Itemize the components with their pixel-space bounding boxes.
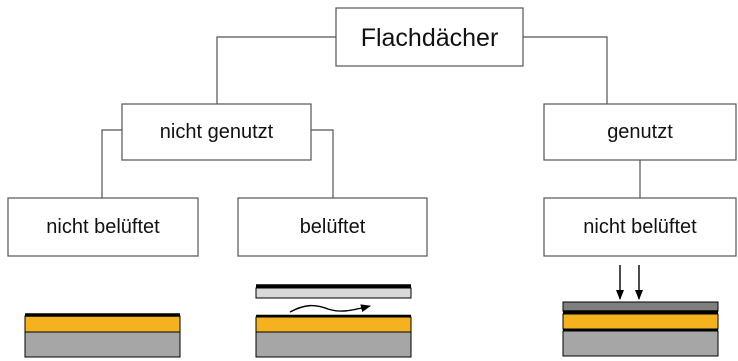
roof-section-used-not-ventilated	[562, 265, 719, 357]
insulation-layer	[24, 315, 181, 333]
node-not-used: nicht genutzt	[121, 103, 312, 161]
node-root-label: Flachdächer	[361, 24, 499, 52]
node-used-label: genutzt	[607, 121, 673, 143]
airflow-arrow-icon	[289, 304, 371, 313]
roof-section-not-ventilated	[24, 313, 181, 358]
node-used-not-ventilated-label: nicht belüftet	[583, 216, 697, 238]
structure-layer	[255, 331, 412, 358]
node-not-used-label: nicht genutzt	[160, 121, 274, 143]
structure-layer	[562, 330, 719, 357]
node-not-used-not-ventilated: nicht belüftet	[7, 197, 199, 257]
connector-root-to-not-used	[216, 36, 336, 104]
connectors	[101, 36, 641, 198]
node-not-used-ventilated-label: belüftet	[300, 216, 366, 238]
connector-not-used-to-not-ventilated	[101, 129, 122, 198]
connector-not-used-to-ventilated	[311, 129, 334, 198]
wearing-layer	[562, 301, 719, 312]
node-used-not-ventilated: nicht belüftet	[543, 197, 737, 257]
roof-section-ventilated	[255, 284, 412, 358]
vent-deck-layer	[255, 287, 412, 299]
node-not-used-not-ventilated-label: nicht belüftet	[46, 216, 160, 238]
node-used: genutzt	[543, 103, 737, 161]
node-root: Flachdächer	[335, 7, 524, 67]
insulation-layer	[255, 316, 412, 333]
insulation-layer	[562, 313, 719, 330]
connector-root-to-used	[523, 36, 608, 104]
structure-layer	[24, 331, 181, 358]
node-not-used-ventilated: belüftet	[237, 197, 428, 257]
